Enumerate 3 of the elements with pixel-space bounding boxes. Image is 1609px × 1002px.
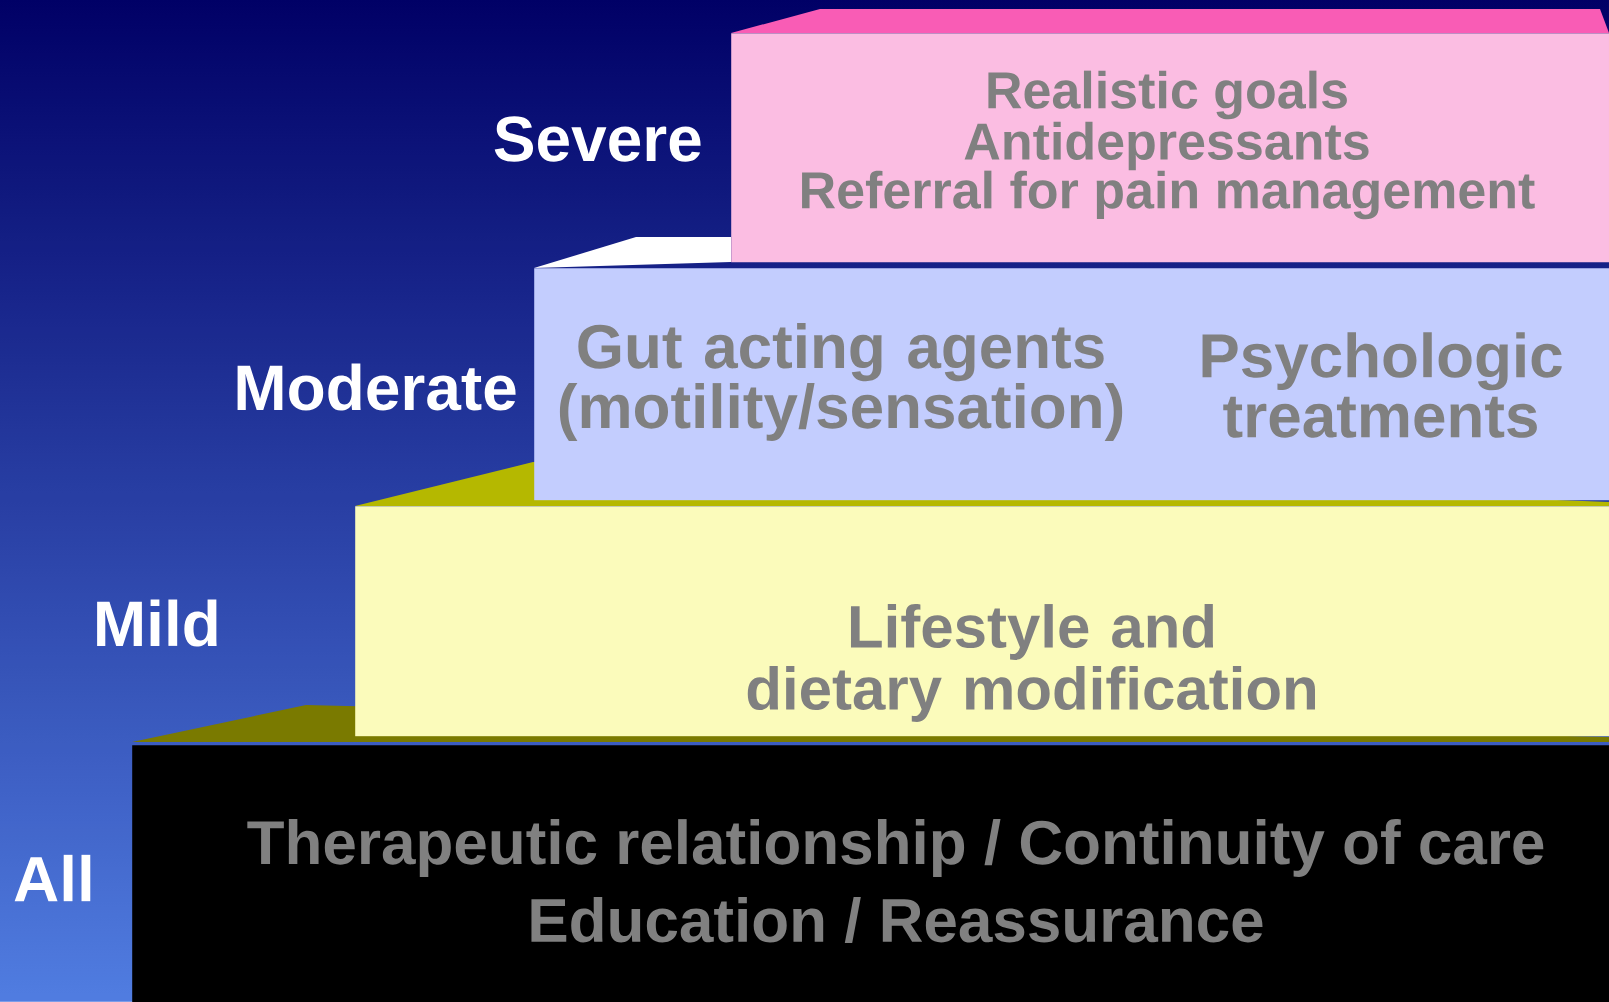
- level-label: Moderate: [237, 363, 516, 411]
- level-label: Mild: [97, 599, 217, 647]
- level-label: Severe: [494, 116, 701, 162]
